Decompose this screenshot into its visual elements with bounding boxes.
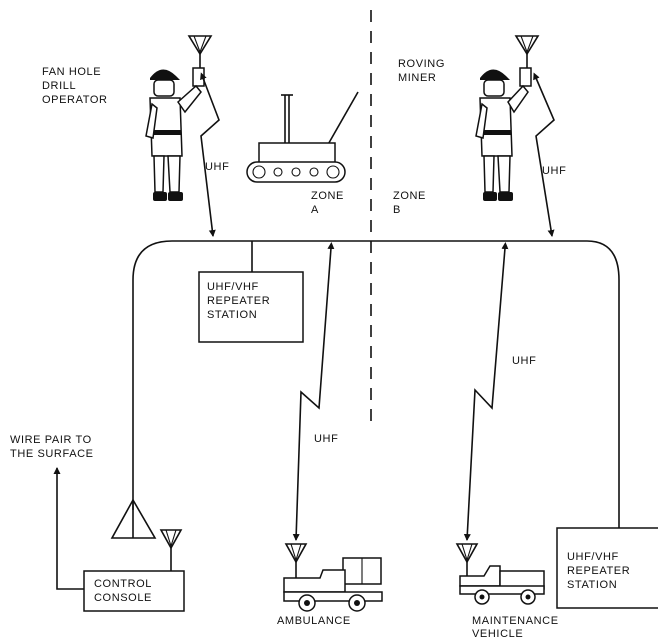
roving-miner-figure (476, 36, 538, 201)
maintenance-vehicle-icon (457, 544, 544, 604)
roving-label-line1: ROVING (398, 58, 445, 70)
wire-pair-line2: THE SURFACE (10, 448, 94, 460)
uhf-link-miner (536, 78, 554, 236)
repeater-bottom-line1: UHF/VHF (567, 551, 619, 563)
uhf-link-operator (201, 78, 219, 236)
console-line2: CONSOLE (94, 592, 152, 604)
ambulance-vehicle-icon (284, 544, 382, 611)
ambulance-label: AMBULANCE (277, 615, 351, 627)
repeater-top-line2: REPEATER (207, 295, 270, 307)
cable-antenna-tripod (112, 500, 155, 538)
zone-a-line1: ZONE (311, 190, 344, 202)
console-antenna-icon (161, 530, 181, 571)
fan-hole-label-line3: OPERATOR (42, 94, 108, 106)
fan-hole-drill-machine-icon (247, 92, 358, 182)
wire-pair-line1: WIRE PAIR TO (10, 434, 92, 446)
repeater-top-line1: UHF/VHF (207, 281, 259, 293)
repeater-bottom-line2: REPEATER (567, 565, 630, 577)
wire-pair-line (57, 468, 84, 589)
fan-hole-drill-operator-figure (146, 36, 211, 201)
maintenance-label-line1: MAINTENANCE (472, 615, 559, 627)
maintenance-label-line2: VEHICLE (472, 628, 523, 638)
uhf-label-right: UHF (542, 165, 566, 177)
roving-label-line2: MINER (398, 72, 436, 84)
uhf-link-maintenance (467, 248, 505, 540)
zone-b-line1: ZONE (393, 190, 426, 202)
zone-b-line2: B (393, 204, 401, 216)
repeater-top-line3: STATION (207, 309, 257, 321)
control-console (84, 571, 184, 611)
uhf-label-left: UHF (205, 161, 229, 173)
zone-a-line2: A (311, 204, 319, 216)
repeater-bottom-line3: STATION (567, 579, 617, 591)
fan-hole-label-line2: DRILL (42, 80, 76, 92)
uhf-label-mid-right: UHF (512, 355, 536, 367)
uhf-label-mid-left: UHF (314, 433, 338, 445)
fan-hole-label-line1: FAN HOLE (42, 66, 101, 78)
console-line1: CONTROL (94, 578, 152, 590)
